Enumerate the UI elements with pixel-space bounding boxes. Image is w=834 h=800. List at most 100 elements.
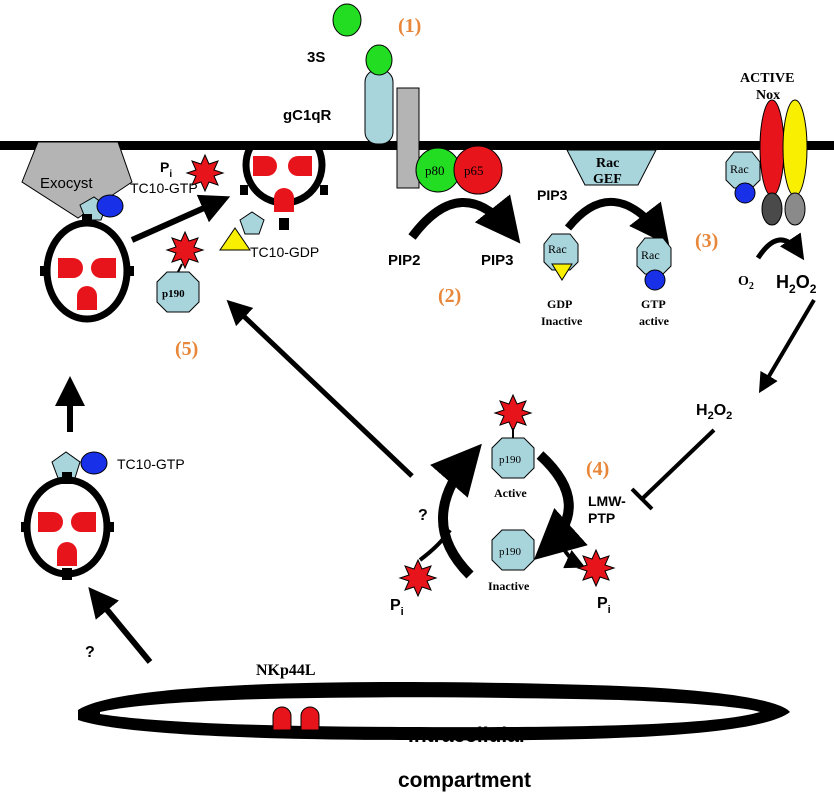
rac-activation-arrow <box>564 198 670 246</box>
nkp44l-docked-3 <box>77 286 97 310</box>
pi-link-p190 <box>177 263 183 273</box>
label-compartment: compartment <box>398 769 531 792</box>
label-gtp-active: active <box>639 314 670 328</box>
nkp44l-compartment-1 <box>272 706 292 731</box>
pi-star-left <box>398 558 438 598</box>
vesicle-lower-tick-l <box>21 522 29 532</box>
label-active-nox-2: Nox <box>756 88 780 103</box>
label-o2: O2 <box>738 274 754 292</box>
nkp44l-compartment-2 <box>300 706 320 731</box>
tc10-gtp-bottom-circle <box>80 451 108 475</box>
gdp-triangle <box>551 263 573 281</box>
compartment-to-vesicle-arrow <box>88 587 153 664</box>
nox-subunit-dark-1 <box>761 192 783 226</box>
tc10-gtp-top-circle <box>96 194 124 218</box>
label-rac-gdp: Rac <box>548 242 567 256</box>
cycle-to-step5-arrow <box>226 299 414 478</box>
pi-release-arrow <box>553 529 586 569</box>
inhibition-bar <box>630 487 654 511</box>
pi3k-anchor <box>396 87 420 189</box>
nox-subunit-red <box>759 99 785 197</box>
label-pip3-b: PIP3 <box>537 187 568 203</box>
nox-rac-gtp <box>734 182 756 204</box>
label-exocyst: Exocyst <box>40 175 93 192</box>
gc1qr-receptor <box>364 69 394 145</box>
label-active-nox-1: ACTIVE <box>740 71 794 86</box>
step-3-label: (3) <box>695 230 718 252</box>
label-gtp: GTP <box>641 297 666 311</box>
label-active-state: Active <box>494 486 527 500</box>
nox-subunit-yellow <box>782 99 808 197</box>
p190-inactive <box>491 529 535 571</box>
tc10-gdp <box>239 211 265 235</box>
step-1-label: (1) <box>398 15 421 37</box>
pi-star-right <box>576 548 616 588</box>
peptide-3s-bound <box>365 44 393 76</box>
label-pi-right: Pi <box>597 595 611 616</box>
cycle-arrow-left <box>430 443 482 579</box>
inhibition-line <box>640 428 716 501</box>
pi-star-top <box>493 393 533 433</box>
label-tc10-gdp: TC10-GDP <box>250 244 319 260</box>
label-p190-active: p190 <box>499 454 522 466</box>
label-gdp-inactive: Inactive <box>541 314 583 328</box>
peptide-3s-free <box>332 3 362 37</box>
vesicle-docked-tick-r <box>126 266 134 276</box>
p190-active <box>491 437 535 479</box>
vesicle-docked-stalk <box>82 214 92 226</box>
label-h2o2-top: H2O2 <box>776 272 817 296</box>
label-gc1qr: gC1qR <box>283 107 332 124</box>
label-inactive-state: Inactive <box>488 579 530 593</box>
vesicle-lower-tick-r <box>106 522 114 532</box>
label-pi-left: Pi <box>390 597 404 618</box>
label-nkp44l: NKp44L <box>256 662 316 679</box>
pi-input-arrow <box>418 528 452 562</box>
label-p190-inactive: p190 <box>499 546 522 558</box>
p190-step5 <box>156 271 200 313</box>
label-ptp: PTP <box>588 510 615 526</box>
vesicle-fusion-arrow <box>130 194 231 243</box>
rac-gef <box>566 149 657 186</box>
fusing-vesicle-stalk <box>279 218 289 230</box>
nkp44l-lower-1 <box>38 512 63 532</box>
vesicle-lower-stalk-bottom <box>62 568 72 580</box>
label-tc10-gtp-bottom: TC10-GTP <box>117 456 185 472</box>
pi-star-p190 <box>165 230 205 270</box>
nkp44l-fusing-3 <box>274 188 294 212</box>
gtp-circle <box>644 269 666 291</box>
label-p190-step5: p190 <box>162 288 185 300</box>
label-rac-gtp: Rac <box>641 248 660 262</box>
nkp44l-lower-2 <box>71 512 96 532</box>
label-pi-membrane: Pi <box>160 159 172 180</box>
label-gdp: GDP <box>547 297 572 311</box>
pi-star-membrane <box>185 153 225 193</box>
pip2-to-pip3-arrow <box>408 194 521 244</box>
fusing-vesicle-tick-r <box>320 185 328 195</box>
label-rac-gef-2: GEF <box>593 172 622 187</box>
question-lower: ? <box>85 644 95 661</box>
label-pip2: PIP2 <box>388 252 421 269</box>
nkp44l-docked-2 <box>91 258 116 278</box>
fusing-vesicle-tick-l <box>240 185 248 195</box>
label-tc10-gtp-top: TC10-GTP <box>130 180 198 196</box>
nkp44l-docked-1 <box>58 258 83 278</box>
vesicle-lower-stalk-top <box>62 472 72 484</box>
label-lmw: LMW- <box>588 493 626 509</box>
label-p80: p80 <box>425 163 445 178</box>
compartment-lumen <box>100 697 760 728</box>
nox-subunit-dark-2 <box>784 192 806 226</box>
question-cycle: ? <box>418 507 428 524</box>
label-rac-gef-1: Rac <box>596 156 619 171</box>
nkp44l-lower-3 <box>57 542 77 566</box>
vesicle-docked-tick-l <box>40 266 48 276</box>
label-p65: p65 <box>464 163 484 178</box>
nkp44l-fusing-1 <box>253 156 277 176</box>
label-h2o2-mid: H2O2 <box>696 402 732 422</box>
label-intracellular: Intracellular <box>408 724 527 747</box>
cycle-arrow-right <box>533 451 588 561</box>
nkp44l-fusing-2 <box>288 156 312 176</box>
step-4-label: (4) <box>586 458 609 480</box>
label-nox-rac: Rac <box>730 162 749 176</box>
tc10-gdp-triangle <box>219 227 251 251</box>
